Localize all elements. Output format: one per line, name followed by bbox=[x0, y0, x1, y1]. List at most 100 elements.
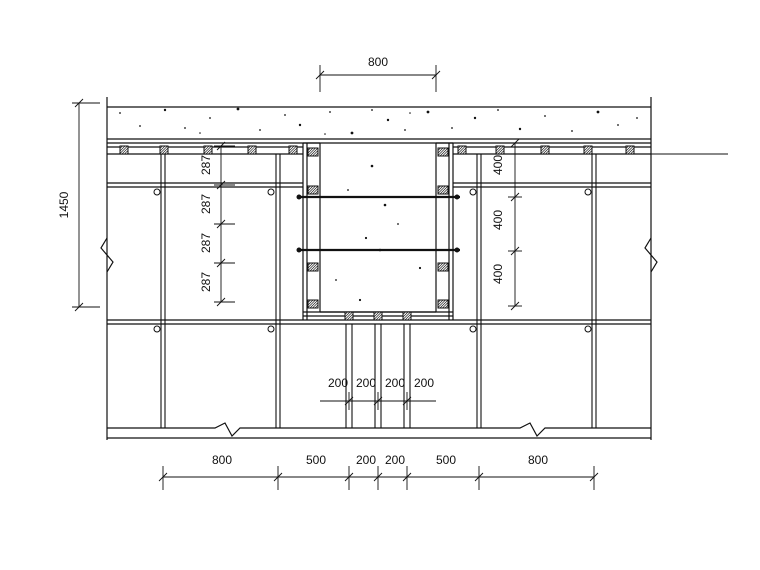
bolt-spacing-3: 200 bbox=[385, 376, 405, 390]
stud-left-2-hatch bbox=[317, 193, 319, 195]
stud-left-3-hatch bbox=[309, 262, 319, 272]
stud-right-3-hatch bbox=[447, 270, 449, 272]
beam-support-head-2-hatch bbox=[373, 311, 377, 315]
beam-support-head-2 bbox=[373, 311, 383, 321]
joist-3-hatch bbox=[210, 152, 213, 155]
beam-support-head-3-outline bbox=[402, 311, 412, 321]
stud-right-3-hatch bbox=[439, 262, 449, 272]
beam-section bbox=[319, 142, 437, 313]
stud-right-2-hatch bbox=[439, 185, 449, 195]
joist-3-outline bbox=[203, 145, 213, 155]
stud-left-4 bbox=[307, 299, 319, 309]
joist-1-hatch bbox=[121, 147, 129, 155]
joist-7-hatch bbox=[497, 147, 505, 155]
beam-support-head-1-hatch bbox=[346, 313, 354, 321]
joist-1-outline bbox=[119, 145, 129, 155]
horizontal-ledgers bbox=[107, 182, 651, 333]
joist-9-outline bbox=[583, 145, 593, 155]
stud-right-2-hatch bbox=[447, 193, 449, 195]
joist-7-outline bbox=[495, 145, 505, 155]
joist-3-hatch bbox=[205, 147, 213, 155]
stud-right-2-hatch bbox=[437, 185, 446, 194]
vertical-posts bbox=[160, 154, 597, 428]
joist-1-hatch bbox=[119, 145, 126, 152]
joist-1-hatch bbox=[119, 145, 128, 154]
stud-right-1-hatch bbox=[444, 152, 449, 157]
joist-1 bbox=[119, 145, 129, 155]
stud-left-3 bbox=[307, 262, 319, 272]
beam-support-head-1-hatch bbox=[344, 311, 348, 315]
coupler-node-6 bbox=[267, 325, 275, 333]
stud-left-2-hatch bbox=[307, 185, 311, 189]
stud-right-1-hatch bbox=[439, 147, 449, 157]
joist-9-hatch bbox=[590, 152, 593, 155]
beam-support-head-2-hatch bbox=[380, 318, 383, 321]
bottom-spacing-6: 800 bbox=[528, 453, 548, 467]
stud-left-4-hatch bbox=[317, 307, 319, 309]
coupler-node-8 bbox=[584, 325, 592, 333]
stud-right-1-hatch bbox=[437, 147, 444, 154]
total-height-label: 1450 bbox=[57, 191, 71, 218]
joist-2 bbox=[159, 145, 169, 155]
stud-right-1-hatch bbox=[437, 147, 441, 151]
stud-left-1-hatch bbox=[314, 152, 319, 157]
joist-2-hatch bbox=[166, 152, 169, 155]
right-spacing-dimensions: 400 400 400 bbox=[491, 138, 522, 311]
joist-8-hatch bbox=[545, 150, 550, 155]
joist-5-hatch bbox=[295, 152, 298, 155]
stud-right-2-hatch bbox=[442, 188, 449, 195]
stud-left-3-hatch bbox=[307, 262, 316, 271]
joist-6-hatch bbox=[459, 147, 467, 155]
stud-right-2-hatch bbox=[444, 190, 449, 195]
joist-8-hatch bbox=[540, 145, 544, 149]
left-spacing-dimensions: 287 287 287 287 bbox=[199, 141, 235, 307]
beam-support-head-2-hatch bbox=[373, 311, 380, 318]
joist-9-hatch bbox=[583, 145, 590, 152]
joist-4-hatch bbox=[247, 145, 251, 149]
beam-support-head-3-hatch bbox=[409, 318, 412, 321]
joist-3 bbox=[203, 145, 213, 155]
bottom-spacing-3: 200 bbox=[356, 453, 376, 467]
joist-5-hatch bbox=[290, 147, 298, 155]
left-break-symbol bbox=[100, 237, 114, 273]
joist-2-hatch bbox=[164, 150, 169, 155]
stud-left-3-hatch bbox=[307, 262, 314, 269]
stud-left-2-hatch bbox=[307, 185, 316, 194]
stud-right-1 bbox=[437, 147, 449, 157]
joist-10-hatch bbox=[632, 152, 635, 155]
beam-support-head-3-hatch bbox=[407, 316, 412, 321]
stud-right-3-hatch bbox=[444, 267, 449, 272]
stud-left-3-hatch bbox=[314, 267, 319, 272]
joist-3-hatch bbox=[203, 145, 207, 149]
joist-2-hatch bbox=[161, 147, 169, 155]
beam-support-head-1-hatch bbox=[344, 311, 351, 318]
beam-support-head-2-outline bbox=[373, 311, 383, 321]
beam-bottom-supports bbox=[344, 311, 412, 428]
joist-5 bbox=[288, 145, 298, 155]
joist-6-outline bbox=[457, 145, 467, 155]
stud-left-1-hatch bbox=[309, 147, 319, 157]
coupler-node-7 bbox=[469, 325, 477, 333]
joist-3-hatch bbox=[203, 145, 212, 154]
stud-left-3-hatch bbox=[317, 270, 319, 272]
stud-right-1-hatch bbox=[442, 150, 449, 157]
joist-10-hatch bbox=[625, 145, 632, 152]
bolt-spacing-4: 200 bbox=[414, 376, 434, 390]
joist-2-hatch bbox=[159, 145, 163, 149]
stud-left-3-hatch bbox=[307, 262, 311, 266]
joist-5-hatch bbox=[288, 145, 297, 154]
stud-left-3-hatch bbox=[312, 265, 319, 272]
bottom-spacing-1: 800 bbox=[212, 453, 232, 467]
stud-right-3-hatch bbox=[437, 262, 446, 271]
concrete-hatch bbox=[119, 107, 638, 135]
top-dimension: 800 bbox=[315, 55, 441, 92]
joist-6-hatch bbox=[457, 145, 466, 154]
bottom-dimension-chain: 800 500 200 200 500 800 bbox=[158, 453, 599, 490]
right-spacing-2: 400 bbox=[491, 210, 505, 230]
stud-left-1-hatch bbox=[307, 147, 314, 154]
joist-1-hatch bbox=[119, 145, 123, 149]
left-spacing-3: 287 bbox=[199, 233, 213, 253]
stud-right-4 bbox=[437, 299, 449, 309]
joist-2-hatch bbox=[159, 145, 168, 154]
stud-right-1-hatch bbox=[447, 155, 449, 157]
